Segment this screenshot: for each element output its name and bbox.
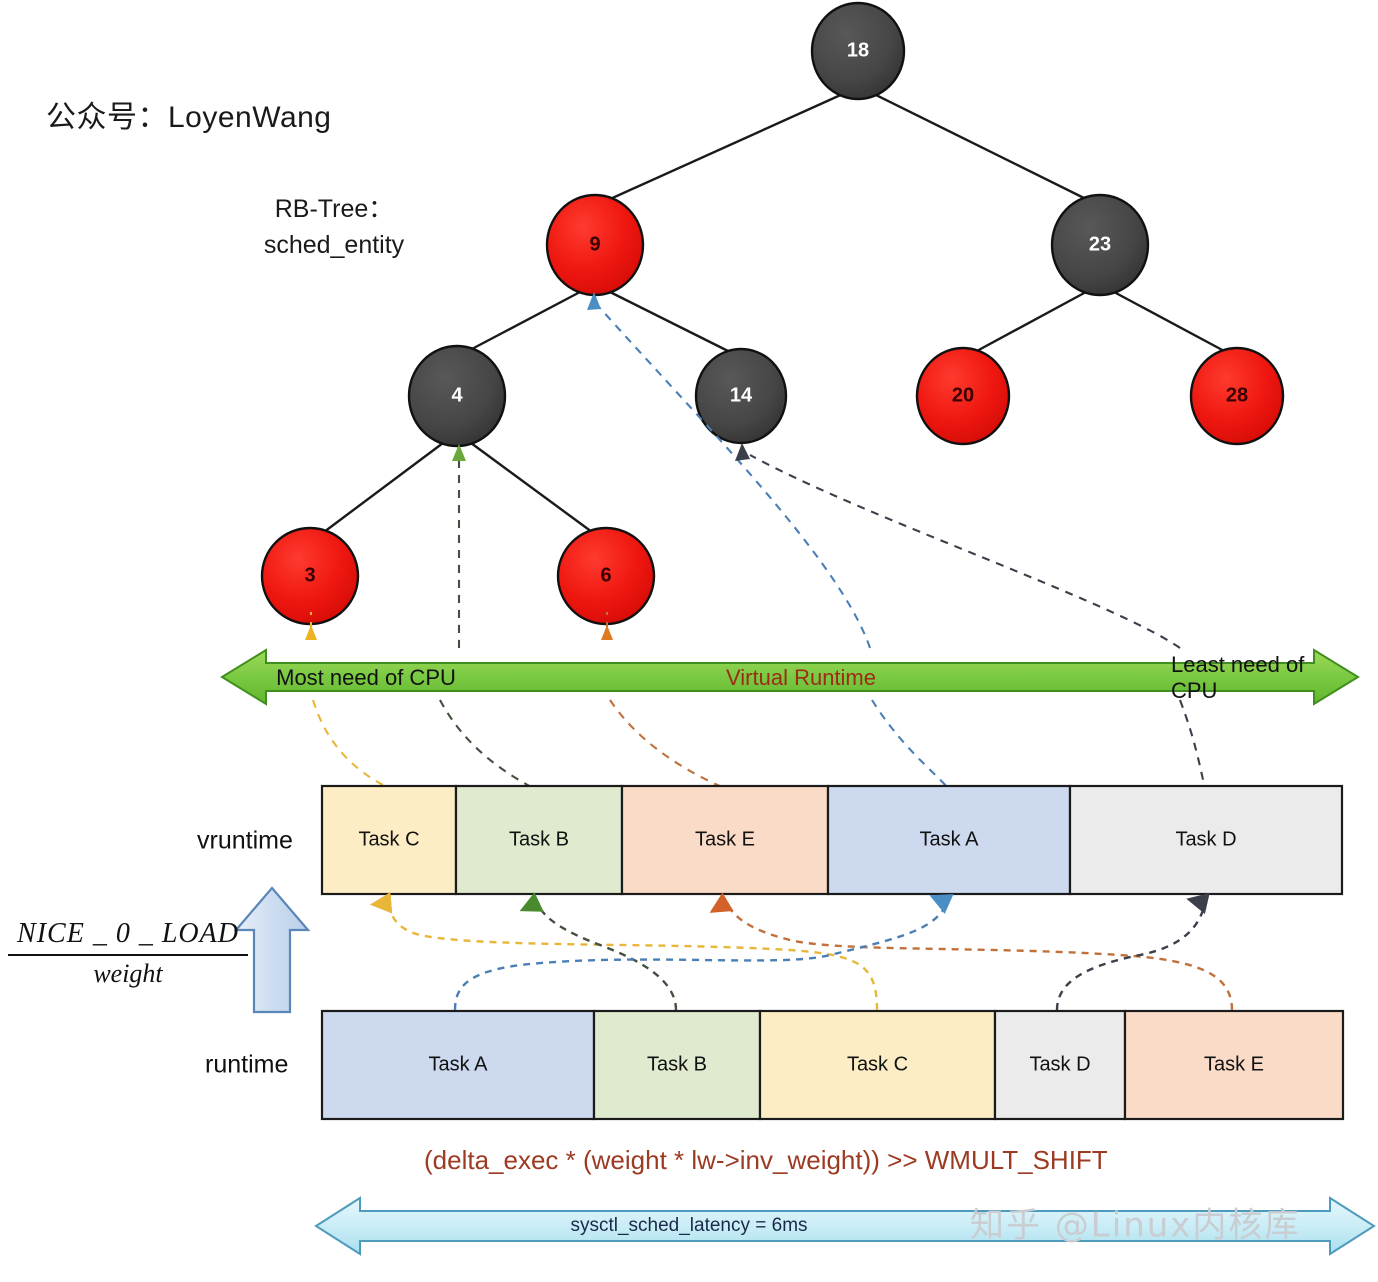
virtual-runtime-axis-arrow: [220, 648, 1360, 706]
formula-fraction-bar: [8, 954, 248, 956]
vruntime-block-task-a: [826, 784, 1072, 896]
rbtree-caption: RB-Tree： sched_entity: [244, 192, 424, 263]
weight-scale-formula: NICE _ 0 _ LOAD weight: [8, 918, 248, 989]
runtime-label-task-e: Task E: [1203, 1053, 1265, 1076]
tree-node-14: [694, 347, 788, 445]
sched-latency-arrow: [314, 1196, 1376, 1256]
vruntime-label-task-d: Task D: [1175, 828, 1237, 851]
runtime-label-task-a: Task A: [428, 1053, 488, 1076]
wechat-account-label: 公众号：LoyenWang: [46, 101, 332, 134]
axis-right-label: Least need of CPU: [1171, 652, 1305, 703]
tree-node-18: [810, 1, 906, 101]
formula-denominator: weight: [93, 959, 163, 988]
runtime-to-vruntime-connectors: [369, 892, 1234, 1011]
wmult-shift-formula: (delta_exec * (weight * lw->inv_weight))…: [424, 1145, 1108, 1175]
runtime-label-task-c: Task C: [846, 1053, 909, 1076]
tree-node-23: [1050, 193, 1150, 297]
rbtree-subtitle: sched_entity: [263, 230, 405, 259]
vruntime-block-task-b: [454, 784, 624, 896]
tree-node-28: [1189, 346, 1285, 446]
axis-left-label: Most need of CPU: [276, 665, 456, 690]
vruntime-block-task-c: [320, 784, 458, 896]
runtime-block-task-c: [758, 1009, 997, 1121]
tree-edges: [323, 91, 1227, 533]
vruntime-row-label: vruntime: [197, 826, 293, 855]
tree-node-3: [260, 526, 360, 626]
rbtree-title: RB-Tree：: [274, 195, 394, 223]
runtime-block-task-b: [592, 1009, 762, 1121]
tree-node-20: [915, 346, 1011, 446]
vruntime-block-task-d: [1068, 784, 1344, 896]
watermark-label: 知乎 @Linux内核库: [970, 1205, 1301, 1246]
runtime-block-task-d: [993, 1009, 1127, 1121]
tree-to-vruntime-leaders: [305, 292, 1207, 789]
runtime-label-task-d: Task D: [1029, 1053, 1091, 1076]
tree-nodes: [260, 1, 1285, 626]
sched-latency-label: sysctl_sched_latency = 6ms: [570, 1215, 808, 1236]
vruntime-blocks: [320, 784, 1344, 896]
weight-scale-up-arrow: [233, 886, 311, 1014]
formula-numerator: NICE _ 0 _ LOAD: [17, 918, 239, 949]
axis-center-label: Virtual Runtime: [726, 665, 876, 690]
tree-node-6: [556, 526, 656, 626]
runtime-block-task-e: [1123, 1009, 1345, 1121]
vruntime-label-task-a: Task A: [919, 828, 979, 851]
tree-node-4: [407, 344, 507, 448]
vruntime-label-task-e: Task E: [694, 828, 756, 851]
vruntime-label-task-c: Task C: [358, 828, 420, 851]
vruntime-label-task-b: Task B: [508, 828, 570, 851]
vruntime-block-task-e: [620, 784, 830, 896]
tree-node-9: [545, 193, 645, 297]
runtime-label-task-b: Task B: [646, 1053, 708, 1076]
runtime-blocks: [320, 1009, 1345, 1121]
runtime-row-label: runtime: [205, 1050, 289, 1079]
runtime-block-task-a: [320, 1009, 596, 1121]
